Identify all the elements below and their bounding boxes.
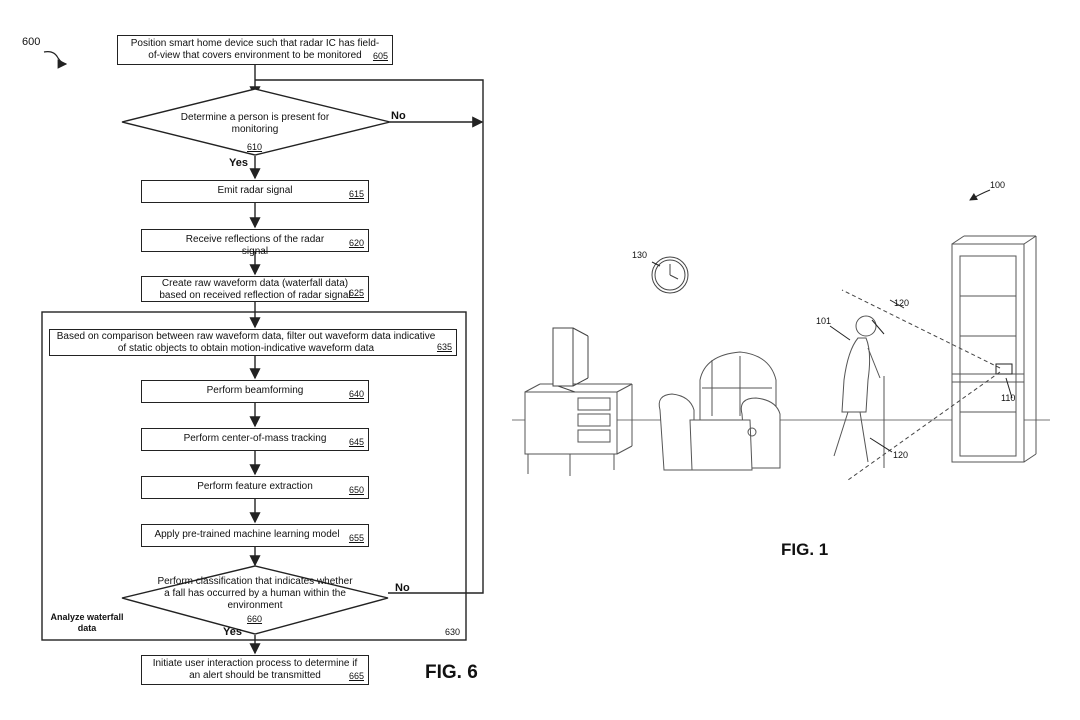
television <box>552 327 589 393</box>
step-640-ref: 640 <box>348 389 364 399</box>
step-665-box: Initiate user interaction process to det… <box>141 655 369 685</box>
armchair <box>658 351 781 471</box>
ref-600-label: 600 <box>22 36 41 48</box>
step-605-ref: 605 <box>372 51 388 61</box>
person-figure <box>833 315 885 468</box>
dresser <box>524 383 633 476</box>
radar-field <box>841 289 1001 481</box>
step-640-box: Perform beamforming 640 <box>141 380 369 403</box>
ref-100-label: 100 <box>990 180 1006 190</box>
decision-660-no: No <box>395 582 410 594</box>
step-625-box: Create raw waveform data (waterfall data… <box>141 276 369 302</box>
step-625-text: Create raw waveform data (waterfall data… <box>159 278 351 301</box>
step-665-ref: 665 <box>348 671 364 681</box>
step-655-box: Apply pre-trained machine learning model… <box>141 524 369 547</box>
decision-660-yes: Yes <box>223 626 242 638</box>
decision-610-yes: Yes <box>229 157 248 169</box>
step-635-box: Based on comparison between raw waveform… <box>49 329 457 356</box>
step-645-box: Perform center-of-mass tracking 645 <box>141 428 369 451</box>
decision-660-shape <box>121 565 389 635</box>
step-615-text: Emit radar signal <box>217 185 293 196</box>
ref-101-label: 101 <box>816 316 832 326</box>
loop-660-no <box>255 79 484 594</box>
step-620-box: Receive reflections of the radar signal … <box>141 229 369 257</box>
ref-120-bottom-label: 120 <box>893 450 909 460</box>
ref-120-top-label: 120 <box>894 298 910 308</box>
ref-130-label: 130 <box>632 250 648 260</box>
step-650-ref: 650 <box>348 485 364 495</box>
step-620-ref: 620 <box>348 238 364 248</box>
wall-clock <box>651 256 689 294</box>
decision-610-shape <box>121 88 391 156</box>
step-635-text: Based on comparison between raw waveform… <box>56 331 436 354</box>
decision-610-ref: 610 <box>247 142 263 152</box>
ref-600-arrow <box>43 51 68 69</box>
step-655-text: Apply pre-trained machine learning model <box>154 529 340 540</box>
decision-660-ref: 660 <box>247 614 263 624</box>
ref-110-label: 110 <box>1001 393 1016 403</box>
fig1-drawing <box>512 189 1050 481</box>
step-625-ref: 625 <box>348 288 364 298</box>
step-615-ref: 615 <box>348 189 364 199</box>
group-630-ref: 630 <box>445 627 461 637</box>
group-630-frame <box>41 311 467 641</box>
step-650-box: Perform feature extraction 650 <box>141 476 369 499</box>
step-605-text: Position smart home device such that rad… <box>130 38 380 61</box>
step-615-box: Emit radar signal 615 <box>141 180 369 203</box>
step-620-text: Receive reflections of the radar signal <box>185 234 325 257</box>
decision-660-text: Perform classification that indicates wh… <box>157 576 353 611</box>
step-645-ref: 645 <box>348 437 364 447</box>
step-640-text: Perform beamforming <box>206 385 304 396</box>
step-635-ref: 635 <box>436 342 452 352</box>
step-655-ref: 655 <box>348 533 364 543</box>
step-665-text: Initiate user interaction process to det… <box>152 658 358 681</box>
fig1-label: FIG. 1 <box>781 540 829 559</box>
bookcase <box>951 235 1037 463</box>
step-605-box: Position smart home device such that rad… <box>117 35 393 65</box>
group-630-label: Analyze waterfall data <box>50 612 124 633</box>
decision-610-no: No <box>391 110 406 122</box>
step-645-text: Perform center-of-mass tracking <box>183 433 327 444</box>
decision-610-text: Determine a person is present for monito… <box>180 112 330 135</box>
step-650-text: Perform feature extraction <box>197 481 313 492</box>
fig6-label: FIG. 6 <box>425 662 478 683</box>
